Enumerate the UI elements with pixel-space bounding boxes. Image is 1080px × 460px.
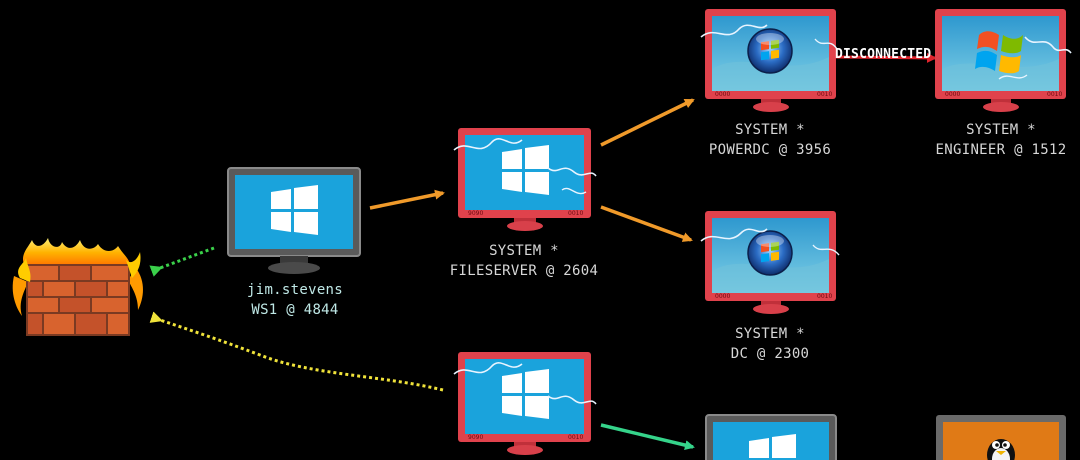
node-dc-host: DC @ 2300 <box>730 346 810 362</box>
svg-text:9090: 9090 <box>468 210 483 217</box>
node-fileserver-monitor[interactable]: 9090 0010 <box>453 128 597 231</box>
windows-7-orb-icon <box>747 28 793 74</box>
node-ws1-label: jim.stevens WS1 @ 4844 <box>247 280 343 320</box>
node-ws1-monitor[interactable] <box>227 167 361 274</box>
node-powerdc-host: POWERDC @ 3956 <box>708 142 832 158</box>
svg-text:9090: 9090 <box>468 434 483 441</box>
edge-powerdc-to-engineer-disconnected <box>835 52 937 63</box>
svg-text:0000: 0000 <box>945 91 960 98</box>
node-dc-monitor[interactable]: 0000 0010 <box>700 211 840 314</box>
windows-logo-icon <box>749 434 796 458</box>
svg-text:0010: 0010 <box>1047 91 1062 98</box>
svg-text:0010: 0010 <box>817 91 832 98</box>
edge-fileserver-to-powerdc <box>600 98 695 147</box>
edge-ws1-to-firewall-dotted <box>149 246 215 277</box>
node-engineer-label: SYSTEM * ENGINEER @ 1512 <box>936 120 1067 160</box>
node-engineer-monitor[interactable]: 0000 0010 <box>935 9 1072 112</box>
node-fileserver-host: FILESERVER @ 2604 <box>449 263 599 279</box>
node-dc-user: SYSTEM * <box>735 326 805 342</box>
svg-text:0010: 0010 <box>568 434 583 441</box>
node-powerdc-monitor[interactable]: 0000 0010 <box>700 9 838 112</box>
node-fileserver-user: SYSTEM * <box>489 243 559 259</box>
node-fileserver-label: SYSTEM * FILESERVER @ 2604 <box>450 241 598 281</box>
node-powerdc-user: SYSTEM * <box>735 122 805 138</box>
edges <box>149 52 937 451</box>
edge-bottom-server-to-bottom-right <box>600 423 695 451</box>
windows-logo-icon <box>502 369 549 419</box>
node-ws1-user: jim.stevens <box>246 282 344 298</box>
edge-bottom-server-to-firewall-dotted <box>149 311 444 392</box>
windows-xp-logo-icon <box>975 31 1023 74</box>
node-engineer-host: ENGINEER @ 1512 <box>935 142 1067 158</box>
edge-label-disconnected: DISCONNECTED <box>835 47 932 62</box>
windows-logo-icon <box>271 185 318 235</box>
windows-7-orb-icon <box>747 230 793 276</box>
svg-text:0000: 0000 <box>715 91 730 98</box>
node-linux-monitor[interactable] <box>936 415 1066 460</box>
edge-fileserver-to-dc <box>600 205 693 242</box>
svg-text:0010: 0010 <box>817 293 832 300</box>
node-engineer-user: SYSTEM * <box>966 122 1036 138</box>
svg-text:0010: 0010 <box>568 210 583 217</box>
node-bottom-server-monitor[interactable]: 9090 0010 <box>453 352 597 455</box>
node-dc-label: SYSTEM * DC @ 2300 <box>731 324 810 364</box>
node-bottom-right-monitor[interactable] <box>705 414 837 460</box>
node-ws1-host: WS1 @ 4844 <box>251 302 339 318</box>
svg-text:0000: 0000 <box>715 293 730 300</box>
node-powerdc-label: SYSTEM * POWERDC @ 3956 <box>709 120 831 160</box>
firewall-icon[interactable] <box>12 238 143 336</box>
windows-logo-icon <box>502 145 549 195</box>
linux-tux-icon <box>987 439 1015 460</box>
edge-ws1-to-fileserver <box>369 189 445 210</box>
